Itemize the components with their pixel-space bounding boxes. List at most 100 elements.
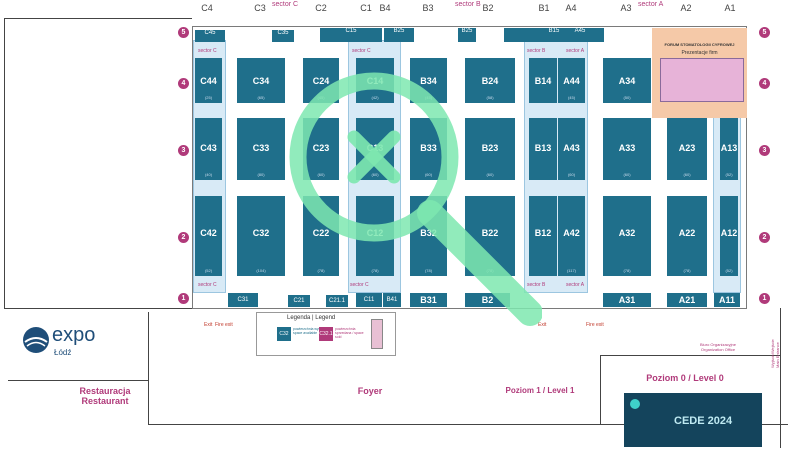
wall (600, 355, 780, 356)
sector-label: sector C (198, 48, 217, 54)
stand-a42[interactable]: A42(117) (558, 196, 585, 276)
stand-a23[interactable]: A23(60) (667, 118, 707, 180)
wall (148, 424, 788, 425)
row-marker: 2 (178, 232, 189, 243)
row-marker: 3 (759, 145, 770, 156)
stand-a43[interactable]: A43(60) (558, 118, 585, 180)
stand-c43[interactable]: C43(40) (195, 118, 222, 180)
column-header: C2 (315, 3, 327, 13)
logo-text: expo (52, 324, 96, 346)
expo-logo-icon (23, 327, 49, 353)
legend-text: powierzchnia wystawcy / space available (293, 327, 332, 335)
exit-label: Fire exit (586, 322, 604, 328)
column-header: A2 (680, 3, 692, 13)
stand-strip[interactable]: B41 (383, 293, 401, 307)
column-header: A3 (620, 3, 632, 13)
column-header: B1 (538, 3, 550, 13)
row-marker: 4 (178, 78, 189, 89)
stand-b13[interactable]: B13 (529, 118, 557, 180)
row-marker: 5 (759, 27, 770, 38)
stand-b14[interactable]: B14 (529, 58, 557, 103)
row-marker: 2 (759, 232, 770, 243)
stand-strip[interactable]: B31 (410, 293, 447, 307)
wall (4, 18, 192, 19)
forum-subtitle: Prezentacje firm (681, 50, 718, 56)
row-marker: 5 (178, 27, 189, 38)
legend-swatch (371, 319, 383, 349)
stand-strip[interactable]: A11 (714, 293, 740, 307)
wall (4, 18, 5, 308)
column-header: B2 (482, 3, 494, 13)
stand-a13[interactable]: A13(52) (720, 118, 738, 180)
banner-title: CEDE 2024 (674, 415, 733, 427)
stand-a34[interactable]: A34(50) (603, 58, 651, 103)
stand-strip[interactable]: C35 (272, 30, 294, 42)
level0-label: Poziom 0 / Level 0 (646, 373, 724, 383)
entrance-label: Wyjście/Wejście Main Entrance (770, 339, 780, 368)
stand-strip[interactable]: A45 (560, 28, 600, 42)
legend-text: powierzchnia sprzedana / space sold (335, 327, 364, 339)
stand-a44[interactable]: A44(45) (558, 58, 585, 103)
stand-c42[interactable]: C42(52) (195, 196, 222, 276)
wall (148, 312, 149, 424)
stand-strip[interactable]: B25 (458, 28, 476, 42)
forum-area[interactable]: FORUM STOMATOLOGII CYFROWEJ Prezentacje … (652, 28, 747, 118)
column-header: C3 (254, 3, 266, 13)
legend-swatch: C32 (277, 327, 291, 341)
row-marker: 1 (178, 293, 189, 304)
stand-c44[interactable]: C44(25) (195, 58, 222, 103)
column-header: C1 (360, 3, 372, 13)
stand-b12[interactable]: B12 (529, 196, 557, 276)
stand-strip[interactable]: A31 (603, 293, 651, 307)
wall (780, 308, 781, 448)
exit-label: Exit (538, 322, 547, 328)
stand-strip[interactable]: C21 (288, 295, 310, 307)
sector-label: sector C (272, 1, 299, 8)
exit-label: Fire exit (215, 322, 233, 328)
column-header: B3 (422, 3, 434, 13)
legend-swatch: C32.1 (319, 327, 333, 341)
logo-city: Łódź (54, 348, 72, 357)
stand-a33[interactable]: A33(60) (603, 118, 651, 180)
sector-label: sector B (527, 48, 546, 54)
event-banner[interactable]: CEDE 2024 (624, 393, 762, 447)
wall (4, 308, 194, 309)
stand-a12[interactable]: A12(52) (720, 196, 738, 276)
stand-strip[interactable]: C15 (320, 28, 382, 42)
forum-title: FORUM STOMATOLOGII CYFROWEJ (664, 42, 735, 47)
foyer-label: Foyer (357, 386, 383, 396)
row-marker: 3 (178, 145, 189, 156)
stand-strip[interactable]: C45 (195, 30, 225, 42)
row-marker: 1 (759, 293, 770, 304)
wall (600, 355, 601, 425)
legend: Legenda | Legend C32 powierzchnia wystaw… (256, 312, 396, 356)
office-label: Biuro Organizacyjne Organization Office (699, 342, 737, 352)
wall (8, 380, 148, 381)
sector-label: sector C (198, 282, 217, 288)
stand-a22[interactable]: A22(78) (667, 196, 707, 276)
stand-strip[interactable]: C11 (356, 293, 382, 307)
stand-a32[interactable]: A32(78) (603, 196, 651, 276)
sector-label: sector A (566, 282, 585, 288)
sector-label: sector A (566, 48, 585, 54)
stand-strip[interactable]: C31 (228, 293, 258, 307)
forum-seating (660, 58, 744, 102)
stand-strip[interactable]: C21.1 (326, 295, 348, 307)
sector-label: sector C (350, 282, 369, 288)
banner-logo-icon (630, 399, 640, 409)
stand-c34[interactable]: C34(65) (237, 58, 285, 103)
stand-c32[interactable]: C32(104) (237, 196, 285, 276)
stand-b23[interactable]: B23(60) (465, 118, 515, 180)
magnifier-icon[interactable] (282, 70, 542, 330)
stand-b24[interactable]: B24(58) (465, 58, 515, 103)
exit-label: Exit (204, 322, 213, 328)
column-header: B4 (379, 3, 391, 13)
column-header: A1 (724, 3, 736, 13)
stand-strip[interactable]: A21 (667, 293, 707, 307)
column-header: C4 (201, 3, 213, 13)
stand-strip[interactable]: B25 (384, 28, 414, 42)
sector-label: sector C (352, 48, 371, 54)
sector-label: sector B (455, 1, 481, 8)
stand-c33[interactable]: C33(80) (237, 118, 285, 180)
